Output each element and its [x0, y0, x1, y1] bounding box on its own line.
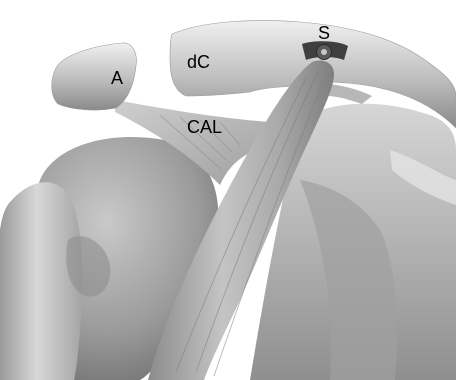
clavicle-underside-shadow — [326, 84, 372, 104]
label-suture: S — [318, 24, 330, 42]
humeral-shaft — [0, 182, 82, 380]
label-coracoacromial-ligament: CAL — [187, 118, 222, 136]
suture-anchor — [302, 41, 348, 60]
label-acromion: A — [111, 69, 123, 87]
label-distal-clavicle: dC — [187, 53, 210, 71]
acromion — [52, 43, 137, 110]
